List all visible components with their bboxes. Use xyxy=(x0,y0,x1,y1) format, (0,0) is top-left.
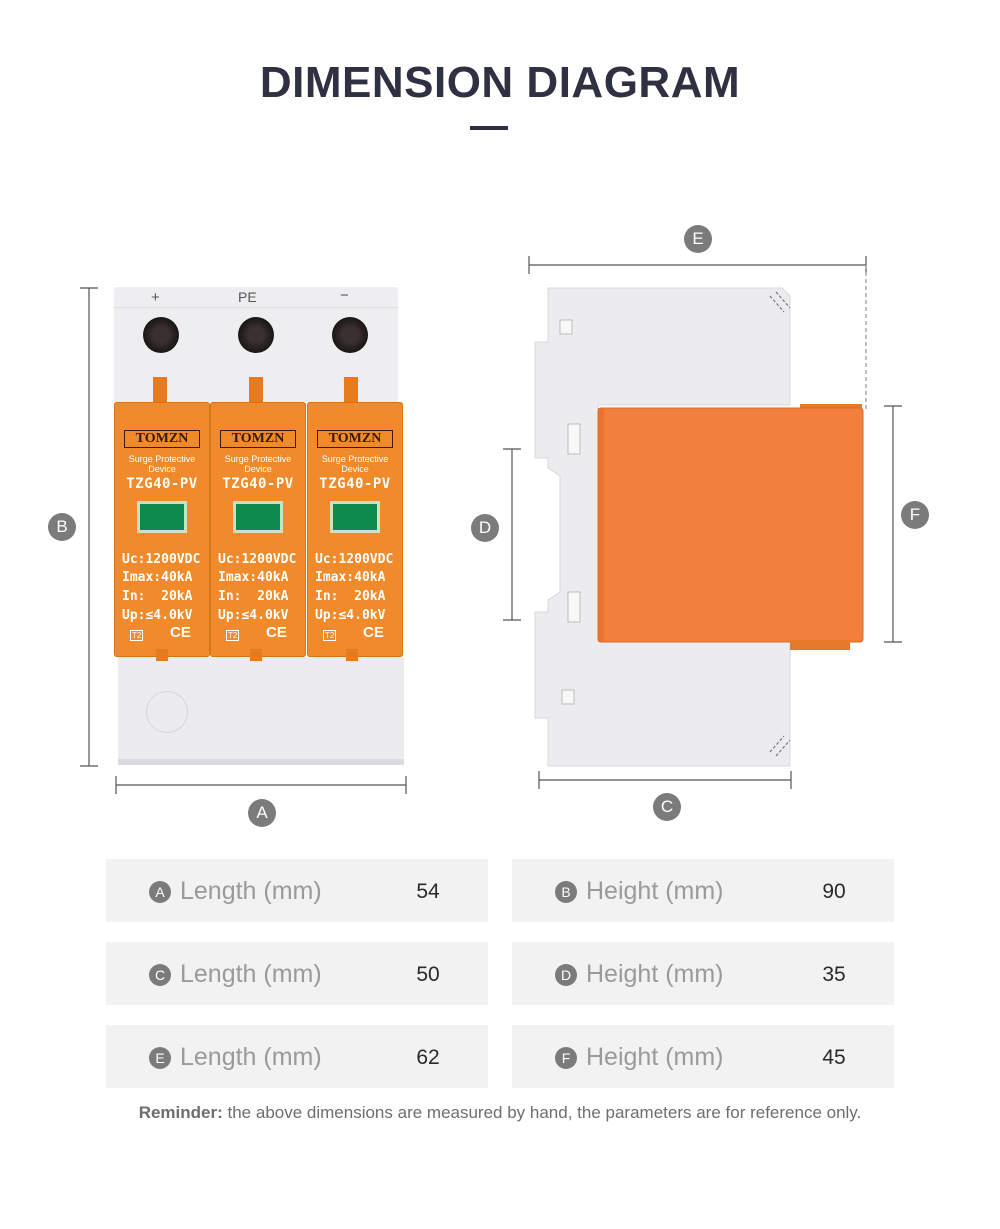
brand-logo: TOMZN xyxy=(124,430,200,448)
terminal-label-plus: + xyxy=(151,289,160,306)
dim-card-d: D Height (mm) 35 xyxy=(512,942,894,1005)
subtitle-line1: Surge Protective xyxy=(224,454,292,464)
brand-logo: TOMZN xyxy=(220,430,296,448)
dim-card-a: A Length (mm) 54 xyxy=(106,859,488,922)
model-label: TZG40-PV xyxy=(319,476,391,492)
marker-c-icon: C xyxy=(149,964,171,986)
page-title: DIMENSION DIAGRAM xyxy=(259,58,741,107)
status-window xyxy=(137,501,187,533)
marker-b: B xyxy=(48,513,76,541)
marker-e: E xyxy=(684,225,712,253)
model-label: TZG40-PV xyxy=(126,476,198,492)
dim-label: Length (mm) xyxy=(180,877,322,905)
class-mark: T2 xyxy=(130,630,144,641)
class-mark: T2 xyxy=(226,630,240,641)
dimension-lines xyxy=(80,256,902,794)
title-underline xyxy=(470,126,508,130)
dim-value: 62 xyxy=(416,1046,440,1069)
terminal-block: + PE − xyxy=(114,287,398,402)
class-mark: T2 xyxy=(323,630,337,641)
subtitle-line1: Surge Protective xyxy=(321,454,389,464)
dim-value: 90 xyxy=(822,880,846,903)
dim-label: Length (mm) xyxy=(180,960,322,988)
terminal-screw-icon xyxy=(238,317,274,353)
terminal-label-pe: PE xyxy=(238,289,257,305)
spec-imax: Imax:40kA xyxy=(218,570,289,585)
dim-value: 45 xyxy=(822,1046,846,1069)
model-label: TZG40-PV xyxy=(222,476,294,492)
subtitle-line1: Surge Protective xyxy=(128,454,196,464)
spec-up: Up:≤4.0kV xyxy=(315,608,386,623)
status-window xyxy=(233,501,283,533)
status-window xyxy=(330,501,380,533)
dim-card-b: B Height (mm) 90 xyxy=(512,859,894,922)
reminder-text: the above dimensions are measured by han… xyxy=(222,1103,862,1122)
terminal-screw-icon xyxy=(332,317,368,353)
terminal-screw-icon xyxy=(143,317,179,353)
dim-card-c: C Length (mm) 50 xyxy=(106,942,488,1005)
marker-a: A xyxy=(248,799,276,827)
reminder-note: Reminder: the above dimensions are measu… xyxy=(0,1103,1000,1123)
dim-label: Height (mm) xyxy=(586,1043,724,1071)
spec-in: In: 20kA xyxy=(315,589,386,604)
marker-f-icon: F xyxy=(555,1047,577,1069)
dim-card-e: E Length (mm) 62 xyxy=(106,1025,488,1088)
spec-in: In: 20kA xyxy=(218,589,289,604)
spec-uc: Uc:1200VDC xyxy=(122,552,201,567)
marker-b-icon: B xyxy=(555,881,577,903)
spec-imax: Imax:40kA xyxy=(122,570,193,585)
reminder-bold: Reminder: xyxy=(138,1103,223,1122)
marker-c: C xyxy=(653,793,681,821)
marker-a-icon: A xyxy=(149,881,171,903)
ce-mark: CE xyxy=(266,624,287,641)
dim-value: 54 xyxy=(416,880,440,903)
marker-f: F xyxy=(901,501,929,529)
dim-label: Height (mm) xyxy=(586,960,724,988)
spec-uc: Uc:1200VDC xyxy=(218,552,297,567)
ce-mark: CE xyxy=(170,624,191,641)
terminal-label-minus: − xyxy=(340,287,349,304)
spec-up: Up:≤4.0kV xyxy=(218,608,289,623)
ce-mark: CE xyxy=(363,624,384,641)
marker-d: D xyxy=(471,514,499,542)
marker-d-icon: D xyxy=(555,964,577,986)
din-base xyxy=(118,649,404,765)
dim-label: Height (mm) xyxy=(586,877,724,905)
spec-up: Up:≤4.0kV xyxy=(122,608,193,623)
device-side-view xyxy=(534,287,864,767)
spec-uc: Uc:1200VDC xyxy=(315,552,394,567)
spec-imax: Imax:40kA xyxy=(315,570,386,585)
subtitle-line2: Device xyxy=(341,464,369,474)
dim-label: Length (mm) xyxy=(180,1043,322,1071)
brand-logo: TOMZN xyxy=(317,430,393,448)
dim-card-f: F Height (mm) 45 xyxy=(512,1025,894,1088)
spec-in: In: 20kA xyxy=(122,589,193,604)
dim-value: 50 xyxy=(416,963,440,986)
dim-value: 35 xyxy=(822,963,846,986)
subtitle-line2: Device xyxy=(244,464,272,474)
marker-e-icon: E xyxy=(149,1047,171,1069)
subtitle-line2: Device xyxy=(148,464,176,474)
